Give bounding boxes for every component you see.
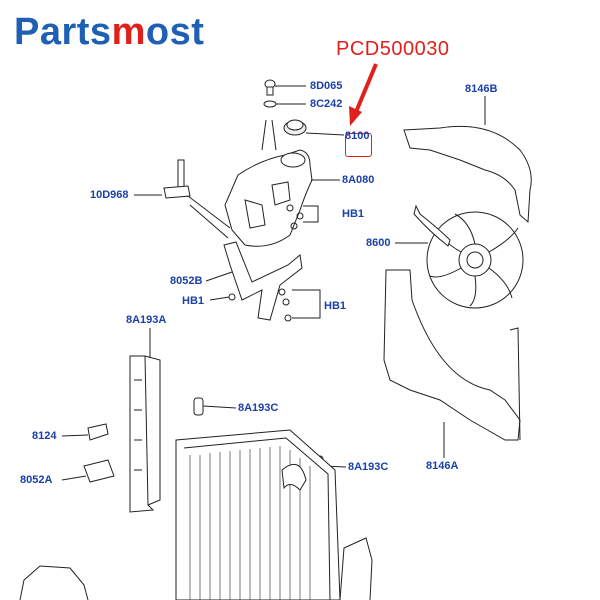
fan-shroud-upper-8146B (403, 96, 532, 224)
bracket-8052B (205, 241, 303, 321)
label-8A193A: 8A193A (126, 314, 167, 326)
clip-8124 (61, 423, 109, 441)
bolts-hb1-lower (209, 288, 321, 322)
label-hb1-right: HB1 (324, 300, 347, 312)
cooling-fan-8600 (395, 204, 524, 309)
part-number-callout: PCD500030 (336, 38, 450, 60)
radiator (175, 429, 341, 600)
label-10D968: 10D968 (90, 189, 129, 201)
lower-bracket (19, 565, 89, 600)
brand-part2: m (111, 11, 146, 53)
highlight-box (345, 133, 372, 157)
label-8A193C-lower: 8A193C (348, 461, 389, 473)
cap-8100 (283, 119, 345, 136)
label-8600: 8600 (366, 237, 391, 249)
seal-8C242 (263, 100, 306, 108)
expansion-tank-8A080 (224, 119, 340, 247)
label-8146A: 8146A (426, 460, 459, 472)
label-8100: 8100 (345, 130, 370, 142)
sensor-10D968 (134, 159, 231, 239)
brand-logo: Partsmost (14, 10, 204, 54)
brand-part1: Parts (14, 11, 112, 53)
label-8124: 8124 (32, 430, 57, 442)
label-hb1-left: HB1 (182, 295, 205, 307)
label-8052B: 8052B (170, 275, 203, 287)
side-seal-8A193A (129, 328, 161, 513)
brand-part3: ost (145, 11, 205, 53)
label-8D065: 8D065 (310, 80, 343, 92)
label-hb1-upper: HB1 (342, 208, 365, 220)
label-8052A: 8052A (20, 474, 53, 486)
callout-arrow (349, 63, 378, 126)
grommet-8A193C-a (193, 397, 237, 416)
bleed-screw-8D065 (264, 79, 306, 96)
label-8146B: 8146B (465, 83, 498, 95)
label-8C242: 8C242 (310, 98, 343, 110)
label-8A193C-upper: 8A193C (238, 402, 279, 414)
fan-shroud-lower-8146A (383, 269, 521, 458)
label-8A080: 8A080 (342, 174, 375, 186)
bracket-8052A (61, 459, 115, 483)
bolts-hb1-upper (286, 204, 319, 230)
lower-right-bracket (339, 537, 373, 600)
